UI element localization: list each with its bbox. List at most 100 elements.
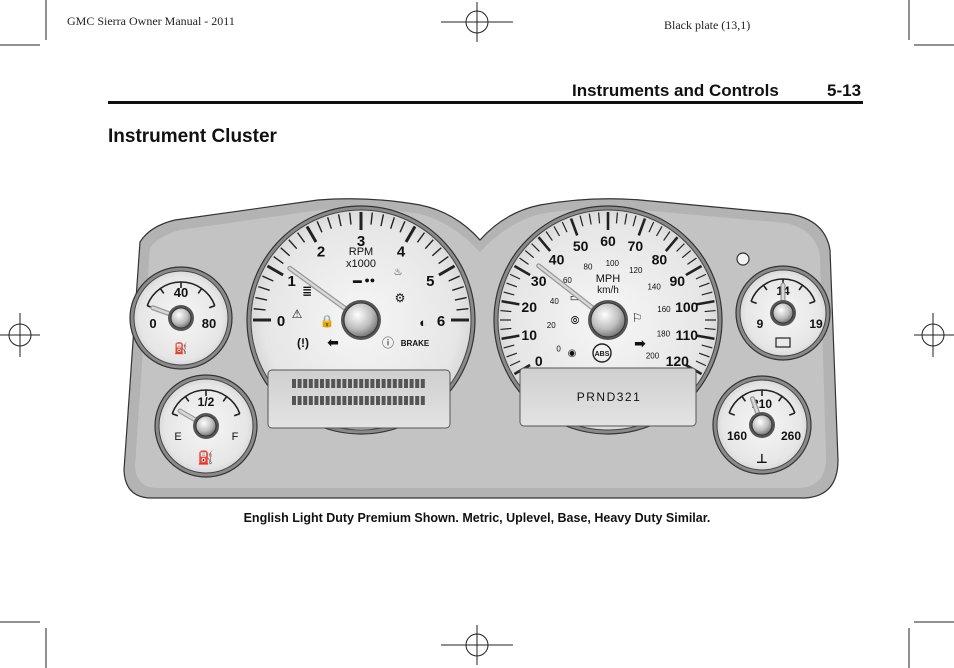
tach-tick (454, 296, 467, 301)
speedo-major-tick (685, 264, 703, 277)
tach-major-tick (305, 225, 318, 243)
tach-tick (337, 214, 342, 227)
tach-major-tick (438, 264, 456, 277)
speedo-kmh-number: 0 (556, 345, 561, 354)
fuel-gauge-label: E (174, 431, 181, 443)
fuel-gauge-tick (171, 412, 179, 417)
speedo-mph-number: 50 (573, 238, 589, 254)
speedo-mph-number: 0 (535, 353, 543, 369)
lcd-segment (370, 396, 375, 405)
tach-number: 6 (437, 313, 445, 330)
coolant-temp-icon: ⊥ (756, 451, 768, 466)
speedo-tick (681, 250, 692, 259)
lcd-segment (387, 379, 392, 388)
left-turn-icon: ⬅ (327, 334, 339, 350)
speedo-tick (676, 243, 685, 252)
speedo-tick (553, 226, 561, 237)
lcd-segment (342, 396, 347, 405)
volt-gauge-tick (798, 284, 804, 291)
speedo-tick (597, 212, 601, 224)
lcd-segment (404, 379, 408, 388)
fuel-gauge-label: 1/2 (198, 395, 215, 409)
lcd-segment (381, 396, 386, 405)
speedo-tick (695, 360, 707, 367)
speedo-mph-number: 120 (666, 353, 690, 369)
lcd-segment (314, 379, 319, 388)
speedo-tick (531, 243, 540, 252)
speedo-tick (698, 282, 710, 288)
speedo-mph-number: 20 (521, 299, 537, 315)
speedo-tick (663, 231, 671, 241)
header-rule (108, 101, 863, 104)
speedo-mph-number: 10 (521, 327, 537, 343)
tach-major-tick (404, 225, 417, 243)
right-turn-icon: ➡ (634, 335, 646, 351)
lcd-segment (353, 396, 358, 405)
lcd-segment (314, 396, 319, 405)
trip-reset-stem (736, 252, 750, 266)
lcd-segment (297, 379, 302, 388)
speedo-major-tick (513, 264, 531, 277)
speedo-kmh-number: 120 (629, 266, 643, 275)
speedo-major-tick (501, 299, 520, 306)
fuel-gauge-tick (184, 396, 190, 402)
lcd-segment (325, 396, 330, 405)
tach-tick (253, 308, 266, 311)
tire-pressure-icon: (!) (297, 336, 309, 350)
lcd-segment (342, 379, 347, 388)
speedo-tick (632, 215, 637, 227)
brake-label: BRAKE (401, 339, 430, 348)
lcd-segment (297, 396, 302, 405)
lcd-segment (292, 379, 296, 388)
battery-icon (775, 337, 791, 348)
lcd-segment (376, 396, 380, 405)
tach-rpm-label: RPM (349, 246, 373, 258)
tach-tick (399, 221, 406, 233)
tach-tick (326, 217, 333, 229)
lcd-segment (398, 379, 403, 388)
speedo-tick (506, 352, 518, 358)
lcd-segment (353, 379, 358, 388)
speedo-tick (701, 344, 713, 349)
speedo-tick (698, 352, 710, 358)
speedo-kmh-number: 160 (657, 305, 671, 314)
speedo-mph-number: 90 (669, 273, 685, 289)
speedo-tick (500, 327, 512, 331)
speedo-tick (503, 291, 515, 296)
tach-tick (273, 255, 284, 265)
lcd-segment (303, 379, 308, 388)
speedo-kmh-number: 60 (563, 276, 572, 285)
lcd-segment (420, 379, 425, 388)
tach-tick (296, 232, 306, 243)
speedo-kmh-number: 100 (606, 259, 620, 268)
speedo-kmh-number: 40 (550, 297, 559, 306)
tach-tick (452, 285, 464, 292)
lcd-segment (359, 396, 364, 405)
abs-icon (592, 343, 612, 363)
fuel-gauge-hub (195, 415, 217, 437)
speedo-major-tick (696, 299, 715, 306)
lcd-segment (331, 396, 336, 405)
stability-icon: ⚠ (292, 307, 303, 321)
speedo-tick (588, 213, 592, 225)
speedo-tick (579, 215, 584, 227)
temp-gauge-label: 160 (727, 429, 747, 443)
tach-tick (280, 247, 291, 257)
speedo-tick (506, 282, 518, 288)
fuel-pump-icon: ⛽ (198, 450, 214, 465)
speedo-tick (704, 327, 716, 331)
lcd-segment (303, 396, 308, 405)
brake-warning-icon: ⓘ (382, 336, 394, 350)
plate-label: Black plate (13,1) (664, 18, 751, 32)
tach-number: 1 (288, 273, 296, 290)
oil-gauge-hub (170, 307, 192, 329)
tach-tick (262, 275, 274, 282)
volt-gauge-tick (809, 300, 816, 305)
mph-label: MPH (596, 273, 621, 285)
fuel-gauge-tick (222, 396, 228, 402)
lcd-segment (320, 379, 324, 388)
page-number: 5-13 (827, 81, 862, 100)
prndl-label: PRND321 (577, 390, 642, 404)
manual-title: GMC Sierra Owner Manual - 2011 (67, 14, 235, 28)
